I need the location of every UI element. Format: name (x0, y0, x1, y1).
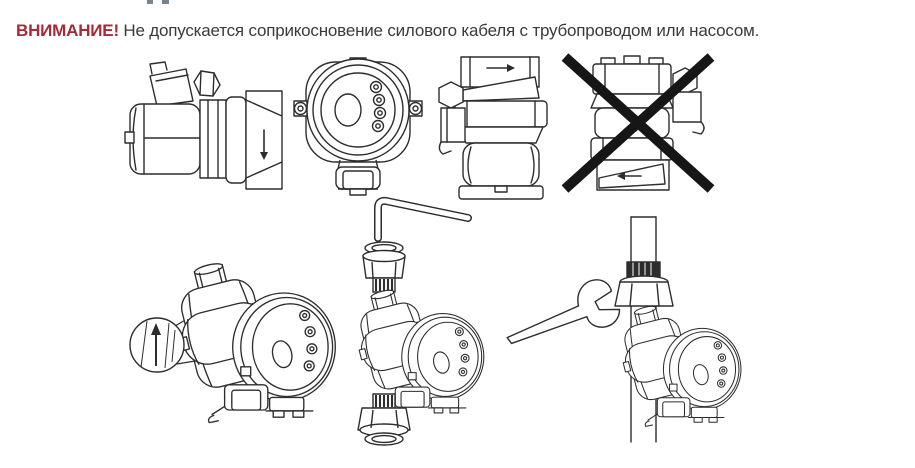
terminal-box (149, 68, 194, 107)
terminal-box (440, 107, 466, 143)
cable-gland (193, 70, 221, 97)
magnifier-circle (129, 317, 185, 373)
figure-pump-front-view (292, 57, 426, 197)
flow-down-arrow-icon (260, 129, 268, 160)
clipped-text-artifact (147, 0, 153, 4)
union-nut (362, 249, 406, 279)
warning-line: ВНИМАНИЕ! Не допускается соприкосновение… (16, 20, 759, 41)
figure-pump-horizontal-side-view (108, 56, 290, 190)
figure-pump-exploded-assembly (348, 196, 520, 446)
flow-right-arrow-icon (486, 64, 515, 72)
figure-pump-flow-direction-detail (123, 258, 338, 436)
figure-pump-pipe-installation (505, 214, 770, 444)
union-nut (357, 407, 411, 437)
union-nut (614, 275, 674, 307)
control-buttons (369, 80, 387, 133)
valve-plate (225, 96, 247, 184)
flow-up-arrow-icon (151, 323, 161, 366)
gasket-ring (364, 432, 404, 446)
cable-gland (438, 81, 464, 109)
union-nut (454, 100, 548, 128)
flow-left-arrow-icon (617, 172, 642, 180)
pump-body (462, 142, 540, 187)
warning-sentence: Не допускается соприкосновение силового … (118, 21, 760, 40)
motor-body (129, 103, 201, 175)
wrench-icon (506, 279, 621, 345)
warning-label: ВНИМАНИЕ! (16, 21, 119, 40)
clipped-text-artifact (162, 0, 169, 4)
threaded-nipple (372, 393, 396, 409)
figure-pump-prohibited-orientation (561, 52, 715, 196)
threaded-nipple (372, 277, 396, 293)
latch (149, 61, 168, 75)
terminal-box (672, 91, 702, 123)
hex-key-icon (374, 196, 472, 242)
pipe-thread (626, 261, 661, 279)
figure-pump-vertical-view (437, 56, 567, 202)
prohibition-cross-icon (561, 53, 715, 193)
display-oval (334, 93, 362, 127)
flange-rings (199, 99, 227, 179)
